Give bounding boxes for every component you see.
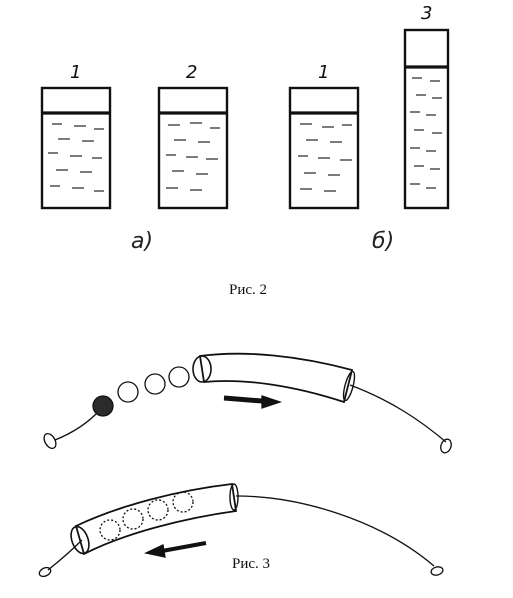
figure-3-top	[43, 352, 452, 454]
thread-left-bottom	[47, 539, 83, 571]
bead-white-3	[117, 381, 139, 403]
bead-inside-1	[99, 519, 121, 541]
beaker-label-3-b: 3	[421, 3, 432, 24]
figure-2-caption: Рис. 2	[229, 282, 268, 298]
beaker-1-a	[40, 86, 112, 210]
figure-2	[40, 28, 450, 210]
bead-white-2	[144, 373, 166, 395]
bead-dark	[92, 395, 114, 417]
subfig-label-b: б)	[372, 229, 394, 254]
tube-bottom	[74, 483, 238, 556]
thread-left-top	[54, 409, 101, 441]
bead-inside-2	[122, 508, 144, 530]
subfig-label-a: а)	[131, 229, 153, 254]
figure-3-caption: Рис. 3	[232, 556, 271, 572]
beaker-label-2-a: 2	[186, 62, 197, 83]
beaker-label-1-a: 1	[70, 62, 81, 83]
tube-top	[198, 352, 354, 404]
tube-end-bottom	[70, 525, 90, 555]
beaker-3-b	[403, 28, 450, 210]
arrow-right-icon	[223, 395, 283, 409]
tube-end-top	[192, 355, 212, 383]
arrow-left-icon	[143, 541, 207, 558]
thread-right-top	[349, 384, 447, 443]
thread-ring-right-top	[440, 438, 452, 454]
beaker-1-b	[288, 86, 360, 210]
figure-3-bottom	[38, 483, 444, 578]
bead-white-1	[168, 366, 190, 388]
thread-ring-left-bottom	[38, 566, 52, 578]
beaker-label-1-b: 1	[318, 62, 329, 83]
bead-inside-4	[172, 491, 194, 513]
thread-ring-right-bottom	[430, 566, 444, 576]
thread-ring-left-top	[43, 432, 57, 450]
beaker-2-a	[157, 86, 229, 210]
thread-right-bottom	[235, 495, 435, 567]
bead-inside-3	[147, 499, 169, 521]
